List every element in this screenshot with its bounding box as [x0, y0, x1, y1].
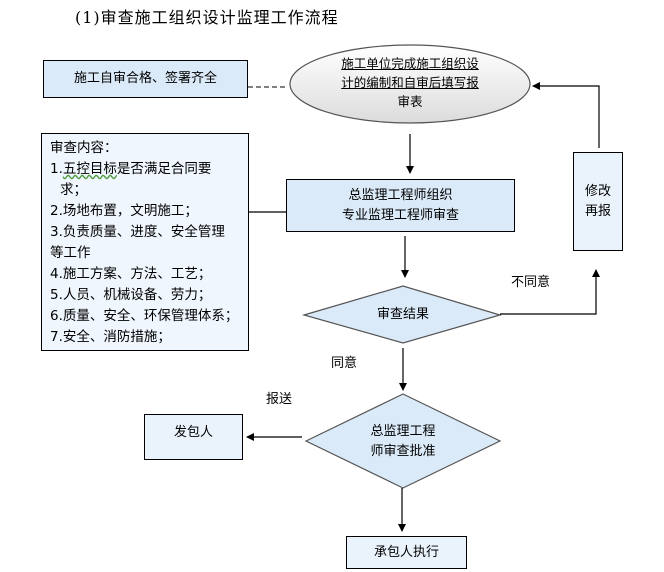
- page-title: (1)审查施工组织设计监理工作流程: [75, 8, 339, 27]
- revise-line-1: 修改: [584, 183, 611, 199]
- review-content-box: 审查内容： 1.五控目标是否满足合同要 求； 2.场地布置，文明施工； 3.负责…: [41, 133, 249, 351]
- organize-review-line-2: 专业监理工程师审查: [341, 207, 459, 223]
- review-item-2: 2.场地布置，文明施工；: [50, 203, 198, 219]
- organize-review-box: 总监理工程师组织 专业监理工程师审查: [286, 179, 515, 232]
- arrow-disagree: [500, 269, 600, 315]
- owner-box: 发包人: [144, 414, 243, 460]
- review-item-1: 1.五控目标是否满足合同要: [50, 161, 212, 177]
- edge-label-send: 报送: [266, 392, 293, 407]
- owner-label: 发包人: [173, 425, 213, 440]
- submit-node-shape: [289, 44, 531, 124]
- submit-node: 施工单位完成施工组织设 计的编制和自审后填写报 审表: [300, 54, 520, 111]
- review-item-4: 4.施工方案、方法、工艺；: [50, 266, 212, 282]
- revise-box: 修改 再报: [573, 152, 623, 251]
- review-item-6: 6.质量、安全、环保管理体系；: [50, 308, 239, 324]
- approve-node: 总监理工程 师审查批准: [353, 422, 453, 462]
- revise-line-2: 再报: [584, 203, 611, 219]
- organize-review-line-1: 总监理工程师组织: [348, 187, 453, 203]
- review-item-1-cont: 求；: [60, 182, 87, 198]
- review-item-3-cont: 等工作: [50, 245, 91, 261]
- approve-line-2: 师审查批准: [370, 444, 436, 459]
- edge-label-disagree: 不同意: [511, 275, 551, 290]
- self-check-box: 施工自审合格、签署齐全: [43, 60, 248, 98]
- approve-line-1: 总监理工程: [370, 424, 436, 439]
- review-result-shape: [301, 285, 503, 344]
- approve-shape: [304, 393, 502, 489]
- submit-line-3: 审表: [397, 94, 423, 109]
- review-item-5: 5.人员、机械设备、劳力；: [50, 287, 212, 303]
- edge-label-agree: 同意: [331, 356, 358, 371]
- self-check-label: 施工自审合格、签署齐全: [73, 71, 217, 86]
- review-item-3: 3.负责质量、进度、安全管理: [50, 224, 225, 240]
- contractor-label: 承包人执行: [373, 544, 439, 560]
- review-item-7: 7.安全、消防措施；: [50, 329, 171, 345]
- submit-line-1: 施工单位完成施工组织设: [341, 56, 479, 71]
- submit-line-2: 计的编制和自审后填写报: [341, 75, 479, 90]
- arrow-revise-to-submit: [532, 82, 600, 148]
- review-heading: 审查内容：: [50, 140, 118, 156]
- review-result-node: 审查结果: [376, 307, 429, 322]
- contractor-box: 承包人执行: [346, 536, 467, 569]
